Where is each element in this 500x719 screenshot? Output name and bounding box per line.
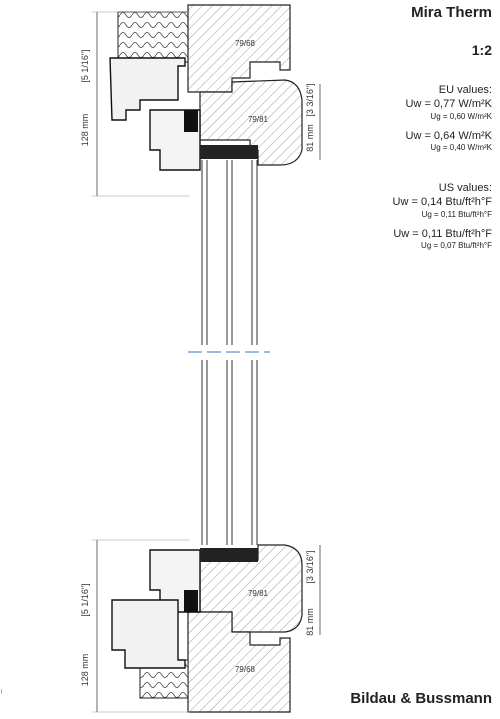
eu-heading: EU values: bbox=[438, 84, 492, 96]
spacer-bottom bbox=[200, 548, 258, 562]
eu-uw-1: Uw = 0,77 W/m²K bbox=[405, 97, 493, 110]
eu-ug-1: Ug = 0,60 W/m²K bbox=[430, 111, 492, 121]
brand-name: Bildau & Bussmann bbox=[350, 690, 492, 707]
alu-profile-top-outer bbox=[109, 57, 186, 121]
gasket-bottom bbox=[184, 590, 198, 612]
sash-label-top: 79/81 bbox=[248, 115, 269, 124]
us-ug-2: Ug = 0,07 Btu/ft²h°F bbox=[420, 241, 492, 251]
eu-uw-2: Uw = 0,64 W/m²K bbox=[405, 129, 493, 142]
sash-timber-bottom bbox=[199, 544, 303, 633]
insulation-top bbox=[117, 11, 189, 63]
inner-dim-in-bottom: [3 3/16"] bbox=[305, 550, 315, 583]
glazing bbox=[201, 160, 258, 545]
alu-profile-bottom-outer bbox=[111, 599, 186, 669]
spacer-top bbox=[200, 145, 258, 159]
sheet-id: 12_Therm bbox=[0, 669, 2, 701]
outer-dim-mm-top: 128 mm bbox=[80, 114, 90, 147]
frame-timber-bottom bbox=[187, 611, 291, 713]
outer-dim-mm-bottom: 128 mm bbox=[80, 654, 90, 687]
gasket-top bbox=[184, 110, 198, 132]
us-uw-2: Uw = 0,11 Btu/ft²h°F bbox=[393, 227, 492, 240]
us-values: US values: Uw = 0,14 Btu/ft²h°F Ug = 0,1… bbox=[393, 182, 492, 259]
eu-values: EU values: Uw = 0,77 W/m²K Ug = 0,60 W/m… bbox=[406, 84, 493, 161]
outer-dim-in-top: [5 1/16"] bbox=[80, 49, 90, 82]
sash-label-bottom: 79/81 bbox=[248, 589, 269, 598]
product-title: Mira Therm bbox=[411, 4, 492, 21]
outer-dim-in-bottom: [5 1/16"] bbox=[80, 583, 90, 616]
inner-dim-mm-bottom: 81 mm bbox=[305, 608, 315, 636]
frame-label-bottom: 79/68 bbox=[235, 665, 256, 674]
drawing-scale: 1:2 bbox=[471, 42, 492, 58]
us-ug-1: Ug = 0,11 Btu/ft²h°F bbox=[421, 209, 492, 219]
inner-dim-in-top: [3 3/16"] bbox=[305, 83, 315, 116]
frame-timber-top bbox=[187, 4, 291, 93]
window-section-drawing: 128 mm [5 1/16"] 81 mm [3 3/16"] 79/68 7… bbox=[80, 4, 321, 713]
sash-timber-top bbox=[199, 79, 303, 166]
frame-label-top: 79/68 bbox=[235, 39, 256, 48]
inner-dim-mm-top: 81 mm bbox=[305, 124, 315, 152]
head-section: 128 mm [5 1/16"] 81 mm [3 3/16"] 79/68 7… bbox=[80, 4, 321, 197]
us-heading: US values: bbox=[438, 182, 492, 194]
sill-section: 128 mm [5 1/16"] 81 mm [3 3/16"] 79/81 7… bbox=[80, 539, 321, 713]
us-uw-1: Uw = 0,14 Btu/ft²h°F bbox=[392, 195, 492, 208]
eu-ug-2: Ug = 0,40 W/m²K bbox=[430, 143, 492, 153]
